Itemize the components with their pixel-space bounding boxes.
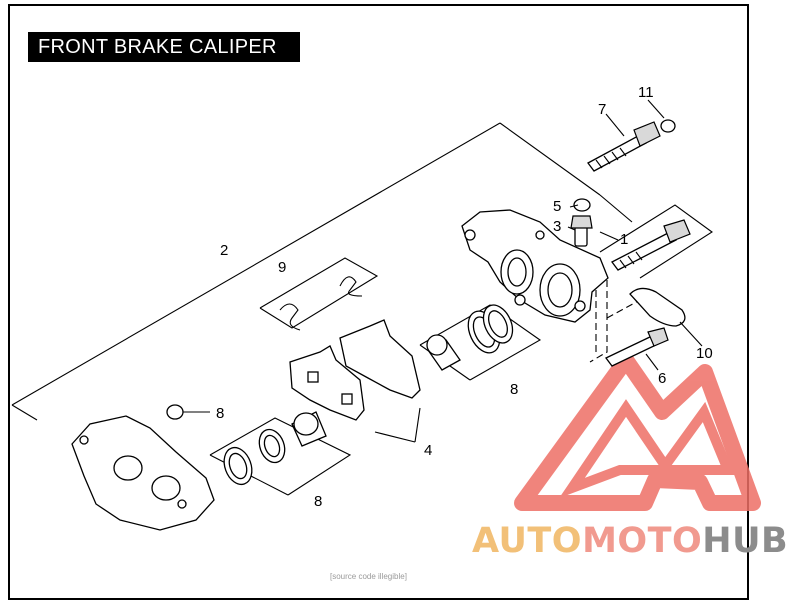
pin-cover [629, 287, 686, 327]
callout-11: 11 [638, 84, 654, 101]
callout-2: 2 [220, 242, 228, 259]
piston-set-right [426, 304, 514, 371]
callout-10: 10 [696, 345, 713, 362]
pad-pin-bolt [605, 327, 669, 367]
callout-4: 4 [424, 442, 432, 459]
bleeder-cap [660, 119, 676, 133]
watermark-hub: HUB [702, 521, 788, 561]
callout-7: 7 [598, 101, 606, 118]
callout-5: 5 [553, 198, 561, 215]
diagram-title: FRONT BRAKE CALIPER [28, 32, 300, 62]
watermark-moto: MOTO [582, 521, 702, 561]
callout-6: 6 [658, 370, 666, 387]
callout-numbers: 7 11 5 3 1 2 9 10 6 8 8 4 8 [216, 84, 713, 510]
leader-lines [183, 99, 703, 443]
group-bracket-1 [599, 204, 713, 279]
group-bracket-2 [11, 122, 633, 421]
callout-1: 1 [620, 231, 628, 248]
watermark-auto: AUTO [472, 521, 582, 561]
guide-lines [589, 280, 641, 363]
group-bracket-9 [259, 257, 379, 329]
piston-set-bottom [223, 411, 327, 486]
small-nut [166, 404, 184, 420]
watermark-text: AUTOMOTOHUB [472, 521, 788, 561]
callout-8-bottom: 8 [314, 493, 322, 510]
callout-3: 3 [553, 218, 561, 235]
callout-9: 9 [278, 259, 286, 276]
svg-text:AUTOMOTOHUB: AUTOMOTOHUB [472, 521, 788, 561]
bolt-long [587, 121, 661, 172]
callout-8-nut: 8 [216, 405, 224, 422]
caliper-body-outer [71, 415, 215, 531]
mounting-bolt [611, 219, 691, 271]
bleeder-valve [570, 198, 593, 247]
callout-8-right: 8 [510, 381, 518, 398]
watermark-logo [514, 352, 761, 511]
footer-code: [source code illegible] [330, 572, 407, 581]
anti-rattle-springs [279, 276, 363, 331]
caliper-body-inner [461, 209, 609, 323]
brake-pads [289, 319, 421, 421]
